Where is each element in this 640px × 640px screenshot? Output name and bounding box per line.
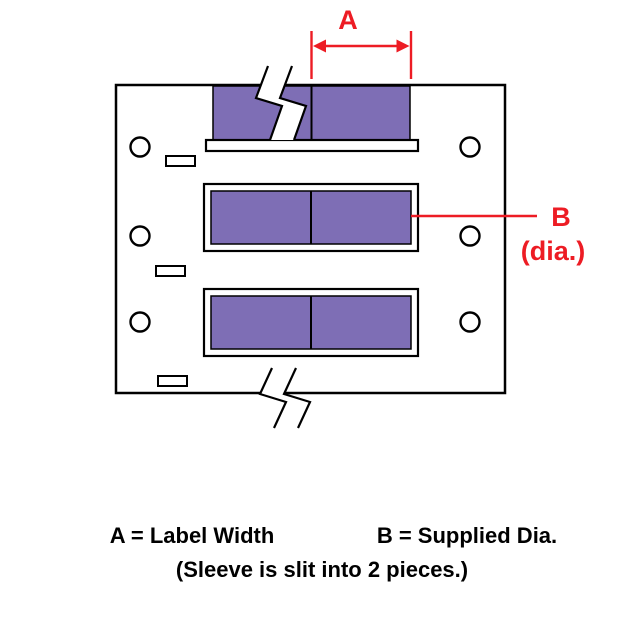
break-band — [260, 368, 310, 428]
legend-b-definition: B = Supplied Dia. — [377, 523, 557, 548]
dimension-b-unit: (dia.) — [521, 236, 586, 266]
feed-hole — [459, 311, 481, 333]
sleeve-frame-edge — [204, 138, 420, 153]
feed-hole — [129, 136, 151, 158]
dimension-a: A — [310, 5, 413, 79]
sleeve-bottom — [202, 287, 420, 358]
sleeve-middle — [202, 182, 420, 253]
break-band — [256, 66, 306, 140]
break-zigzag — [254, 65, 284, 141]
legend-note: (Sleeve is slit into 2 pieces.) — [176, 557, 468, 582]
dimension-b-label: B — [551, 202, 571, 232]
feed-hole — [129, 311, 151, 333]
break-zigzag — [258, 367, 288, 429]
break-zigzag — [282, 367, 312, 429]
arrowhead-right — [396, 39, 410, 53]
break-zigzag — [278, 65, 308, 141]
dimension-b: B (dia.) — [411, 202, 585, 266]
legend-a-definition: A = Label Width — [110, 523, 275, 548]
feed-hole — [459, 136, 481, 158]
feed-hole — [459, 225, 481, 247]
break-mark-top — [254, 65, 308, 141]
alignment-slot — [155, 265, 186, 277]
alignment-slot — [165, 155, 196, 167]
sleeve-top — [204, 85, 420, 153]
arrowhead-left — [313, 39, 326, 53]
dimension-a-label: A — [338, 5, 358, 35]
alignment-slot — [157, 375, 188, 387]
break-mark-bottom — [258, 367, 312, 429]
legend: A = Label Width B = Supplied Dia. (Sleev… — [110, 523, 557, 582]
feed-hole — [129, 225, 151, 247]
